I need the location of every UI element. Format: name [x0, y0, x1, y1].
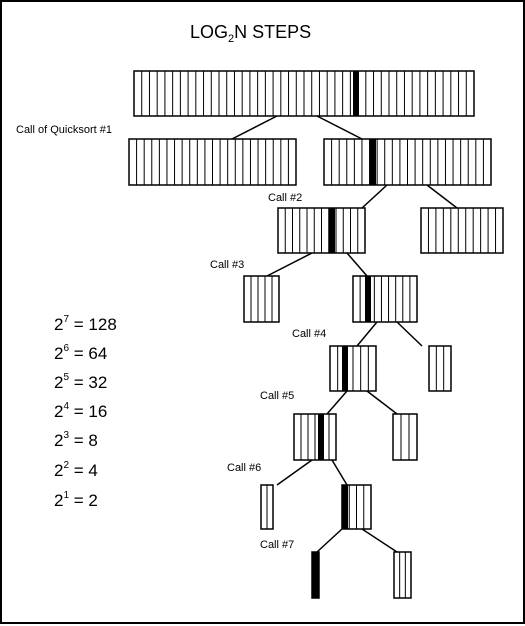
array-block	[329, 345, 377, 392]
connector-2-right	[426, 184, 458, 209]
power-row: 26 = 64	[54, 343, 107, 363]
connector-1-left	[231, 115, 278, 140]
connector-4-left	[356, 321, 378, 347]
array-block	[392, 413, 418, 461]
call-label-3: Call #3	[210, 259, 244, 271]
connector-2-left	[361, 184, 388, 209]
power-row: 22 = 4	[54, 460, 98, 480]
connectors	[231, 115, 458, 553]
connector-7-left	[316, 528, 343, 553]
array-outline	[243, 275, 280, 323]
connector-3-left	[266, 252, 313, 277]
array-block	[260, 484, 274, 530]
title-rest: N STEPS	[234, 22, 311, 42]
powers-of-two: 27 = 128 26 = 64 25 = 32 24 = 16 23 = 8 …	[54, 314, 117, 510]
array-block	[393, 551, 412, 599]
call-label-1: Call of Quicksort #1	[16, 124, 112, 136]
call-label-4: Call #4	[292, 328, 326, 340]
array-outline	[428, 345, 452, 392]
array-block	[420, 207, 504, 254]
power-row: 27 = 128	[54, 314, 117, 334]
pivot-marker	[329, 208, 335, 253]
array-outline	[311, 551, 320, 599]
array-block	[428, 345, 452, 392]
connector-4-right	[396, 321, 423, 347]
title-subscript: 2	[228, 33, 234, 45]
array-block	[243, 275, 280, 323]
call-label-7: Call #7	[260, 539, 294, 551]
connector-6-right	[331, 459, 348, 486]
array-outline	[393, 551, 412, 599]
connector-6-left	[276, 459, 313, 486]
array-outline	[352, 275, 418, 323]
array-outline	[392, 413, 418, 461]
call-label-5: Call #5	[260, 390, 294, 402]
connector-7-right	[361, 528, 398, 553]
array-block	[277, 207, 366, 254]
array-block	[341, 484, 372, 530]
connector-5-right	[366, 390, 398, 415]
array-partitions	[128, 70, 504, 599]
array-block	[323, 138, 492, 186]
pivot-marker	[370, 139, 376, 185]
connector-1-right	[316, 115, 363, 140]
array-block	[352, 275, 418, 323]
power-row: 21 = 2	[54, 490, 98, 510]
power-row: 25 = 32	[54, 372, 107, 392]
connector-3-right	[346, 252, 368, 277]
pivot-marker	[342, 485, 348, 529]
title-log: LOG	[190, 22, 228, 42]
array-block	[293, 413, 337, 461]
array-outline	[420, 207, 504, 254]
array-block	[311, 551, 320, 599]
connector-5-left	[326, 390, 348, 415]
call-label-2: Call #2	[268, 192, 302, 204]
pivot-marker	[342, 346, 348, 391]
diagram-title: LOG2N STEPS	[190, 22, 311, 45]
call-label-6: Call #6	[227, 462, 261, 474]
power-row: 24 = 16	[54, 401, 107, 421]
pivot-marker	[365, 276, 371, 322]
array-block	[133, 70, 475, 117]
pivot-marker	[353, 71, 359, 116]
array-block	[128, 138, 297, 186]
power-row: 23 = 8	[54, 430, 98, 450]
pivot-marker	[318, 414, 324, 460]
